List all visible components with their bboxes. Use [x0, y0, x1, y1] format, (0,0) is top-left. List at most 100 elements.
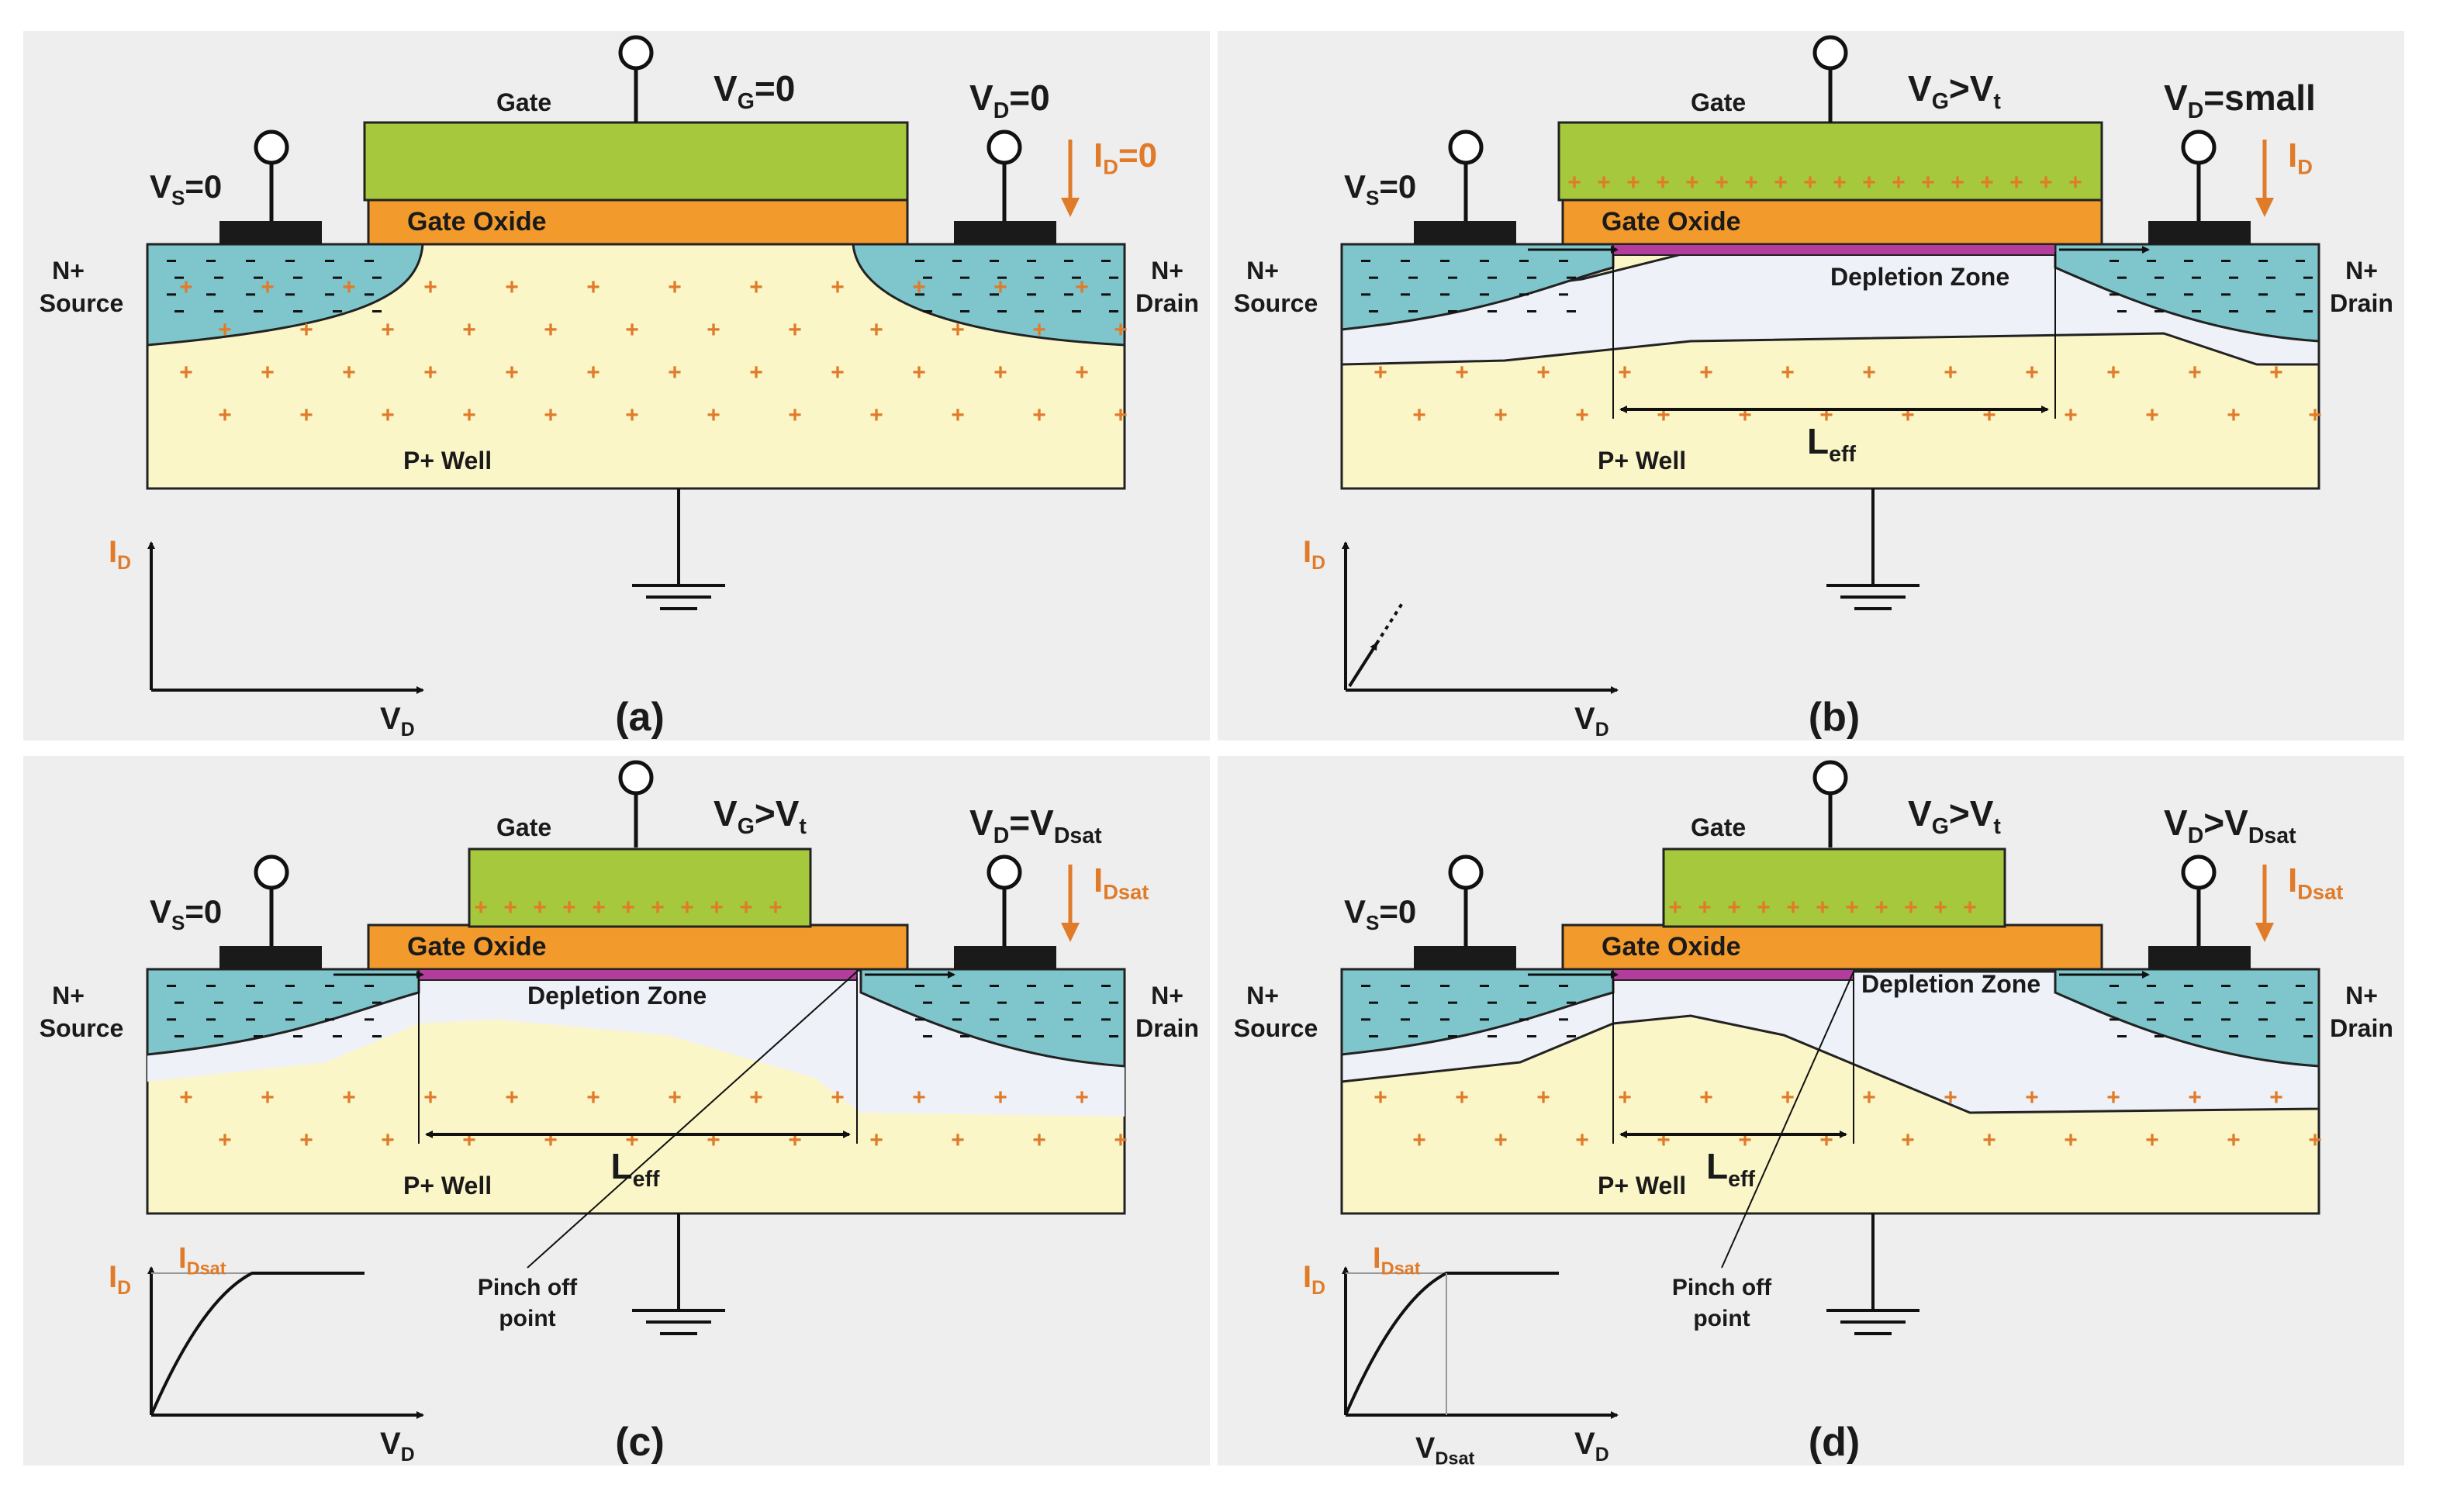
pinch-off-label: Pinch off [1672, 1275, 1772, 1300]
svg-text:+: + [1618, 360, 1632, 385]
source-n-plus-label: N+ [52, 257, 85, 285]
svg-text:+: + [912, 1085, 926, 1110]
vs-label: VS=0 [1344, 893, 1416, 934]
inversion-channel [418, 968, 858, 981]
source-n-plus-label: N+ [1246, 257, 1279, 285]
svg-text:+: + [1567, 170, 1581, 195]
svg-text:+: + [2227, 402, 2241, 428]
svg-text:+: + [993, 274, 1007, 300]
svg-text:+: + [179, 360, 193, 385]
svg-text:+: + [462, 1127, 476, 1153]
source-contact [1414, 946, 1516, 969]
gate-oxide-label: Gate Oxide [1602, 207, 1741, 236]
source-n-plus-label: N+ [52, 982, 85, 1010]
source-contact [219, 946, 322, 969]
electron-charges [167, 985, 382, 1037]
svg-text:+: + [869, 1127, 883, 1153]
id-axis-label: ID [1303, 1260, 1325, 1299]
hole-charges: ++++++++++++++++++++++++ [179, 1085, 1128, 1153]
ground-symbol [632, 1213, 725, 1335]
svg-text:+: + [625, 402, 639, 428]
vd-axis-label: VD [1574, 702, 1609, 740]
source-label: Source [1234, 289, 1318, 317]
gate-oxide [1561, 198, 2103, 246]
vd-label: VD=0 [969, 78, 1050, 123]
id-label: IDsat [1094, 861, 1149, 904]
electron-charges [915, 260, 1118, 312]
id-label: IDsat [2288, 861, 2343, 904]
svg-text:+: + [2064, 1127, 2078, 1153]
svg-text:+: + [625, 317, 639, 343]
n-plus-drain [2054, 243, 2320, 343]
gate-label: Gate [1691, 88, 1746, 116]
gate-oxide [367, 198, 909, 246]
svg-text:+: + [1901, 402, 1915, 428]
vd-label: VD>VDsat [2164, 803, 2296, 848]
svg-text:+: + [951, 1127, 965, 1153]
drain-terminal [987, 129, 1022, 221]
svg-text:+: + [592, 895, 606, 920]
svg-text:+: + [1114, 402, 1128, 428]
ground-symbol [632, 488, 725, 610]
svg-text:+: + [1699, 1085, 1713, 1110]
svg-text:+: + [1536, 360, 1550, 385]
p-well-label: P+ Well [403, 1172, 492, 1200]
n-plus-source [1340, 968, 1615, 1056]
inversion-channel [1612, 243, 2056, 256]
electron-charges [915, 985, 1118, 1037]
svg-text:+: + [586, 274, 600, 300]
source-label: Source [40, 1014, 123, 1042]
svg-text:+: + [1781, 1085, 1795, 1110]
svg-text:+: + [1951, 170, 1964, 195]
svg-text:+: + [2269, 1085, 2283, 1110]
svg-text:+: + [381, 1127, 395, 1153]
drain-n-plus-label: N+ [1151, 257, 1183, 285]
svg-text:+: + [1933, 895, 1947, 920]
svg-text:+: + [1786, 895, 1800, 920]
leff-label: Leff [611, 1146, 660, 1192]
id-label: ID=0 [1094, 136, 1157, 179]
svg-text:+: + [788, 402, 802, 428]
svg-text:+: + [788, 317, 802, 343]
svg-text:+: + [1715, 170, 1729, 195]
drain-terminal [2181, 129, 2217, 221]
svg-text:+: + [544, 317, 558, 343]
panel-[object Object]: Gate OxideGate++++++++++++++++++VS=0N+So… [1218, 31, 2404, 740]
svg-text:+: + [1685, 170, 1699, 195]
svg-text:+: + [1668, 895, 1682, 920]
hole-charges: ++++++++++++++++++ [1567, 170, 2082, 195]
pinch-off-label: Pinch off [478, 1275, 578, 1300]
svg-text:+: + [423, 274, 437, 300]
pinch-off-pointer [1721, 971, 1854, 1269]
svg-text:+: + [462, 317, 476, 343]
svg-text:+: + [1875, 895, 1888, 920]
panel-caption: (a) [615, 695, 665, 740]
gate-terminal [1812, 35, 1848, 123]
iv-saturation-curve [150, 1272, 365, 1416]
svg-text:+: + [1757, 895, 1771, 920]
svg-text:+: + [1494, 1127, 1508, 1153]
idsat-label: IDsat [1373, 1242, 1421, 1278]
svg-text:+: + [1980, 170, 1994, 195]
svg-text:+: + [1455, 360, 1469, 385]
svg-text:+: + [462, 402, 476, 428]
svg-text:+: + [1114, 317, 1128, 343]
drain-label: Drain [2330, 289, 2393, 317]
svg-text:+: + [381, 402, 395, 428]
ground-symbol [1826, 1213, 1920, 1335]
svg-text:+: + [1075, 274, 1089, 300]
drain-terminal [2181, 854, 2217, 946]
hole-charges: ++++++++++++++++++++++++ [1374, 360, 2322, 428]
svg-text:+: + [1819, 1127, 1833, 1153]
panel-[object Object]: Gate OxideGate+++++++++++VS=0N+SourceN+D… [1218, 756, 2404, 1468]
id-axis-label: ID [1303, 535, 1325, 574]
leff-label: Leff [1807, 421, 1856, 467]
electron-charges [2110, 260, 2313, 312]
svg-text:+: + [1904, 895, 1918, 920]
drain-contact [2148, 221, 2251, 244]
source-contact [1414, 221, 1516, 244]
svg-text:+: + [1781, 360, 1795, 385]
vs-label: VS=0 [150, 168, 222, 209]
leff-label: Leff [1706, 1146, 1755, 1192]
panel-caption: (d) [1809, 1420, 1860, 1465]
